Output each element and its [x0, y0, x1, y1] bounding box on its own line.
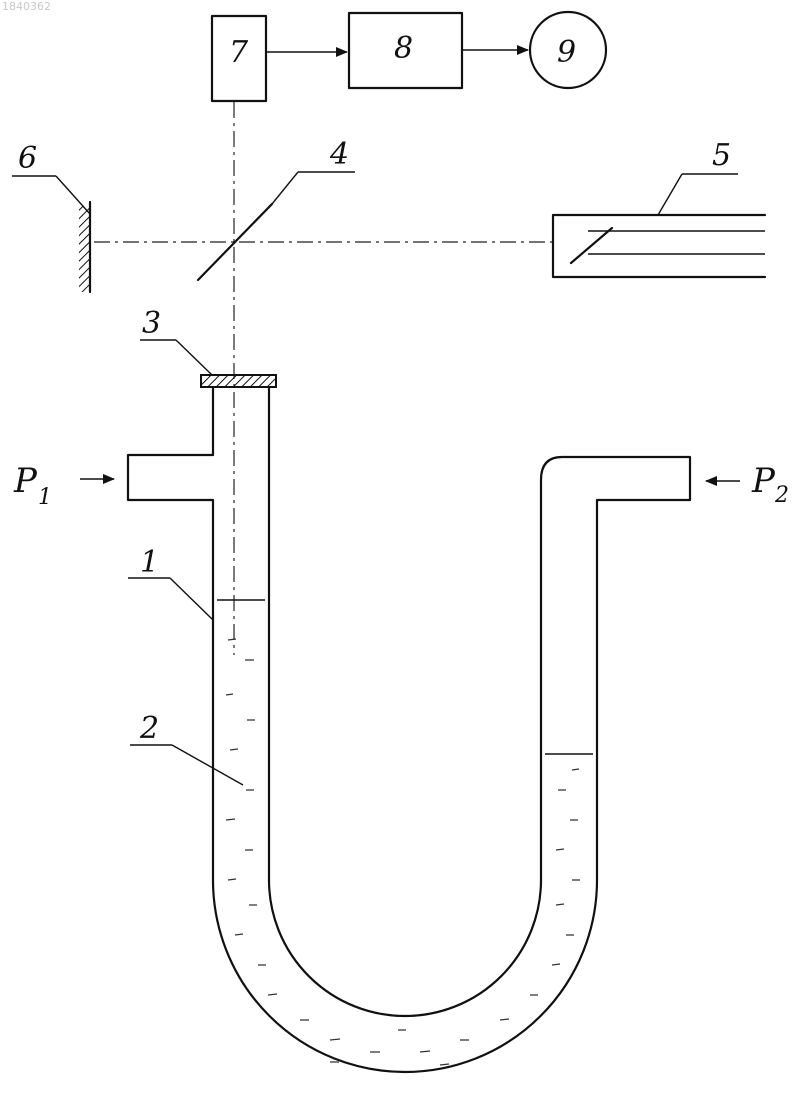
label-3: 3	[142, 306, 161, 341]
pressure-p1-symbol: P	[13, 461, 38, 501]
label-7: 7	[229, 35, 249, 70]
window-3	[201, 375, 276, 387]
leader-5	[658, 174, 682, 215]
document-id-watermark: 1840362	[2, 0, 51, 13]
pressure-p2-symbol: P	[751, 461, 776, 501]
laser-5-housing	[553, 215, 765, 277]
label-6: 6	[18, 141, 37, 176]
mirror-6-hatching	[79, 206, 89, 292]
label-5: 5	[712, 138, 731, 173]
leader-1	[170, 578, 213, 620]
pressure-p2-subscript: 2	[774, 483, 789, 508]
leader-4	[272, 172, 298, 204]
leader-3	[176, 340, 212, 375]
leader-6	[56, 176, 90, 214]
label-2: 2	[139, 711, 159, 746]
label-1: 1	[140, 545, 159, 580]
label-4: 4	[329, 137, 349, 172]
u-tube-1	[128, 388, 690, 1072]
label-8: 8	[394, 31, 413, 66]
laser-5-output-mirror	[571, 228, 612, 263]
liquid-2-strokes	[226, 639, 580, 1065]
leader-2	[172, 745, 243, 785]
pressure-p1-subscript: 1	[38, 485, 52, 510]
label-9: 9	[557, 35, 576, 70]
